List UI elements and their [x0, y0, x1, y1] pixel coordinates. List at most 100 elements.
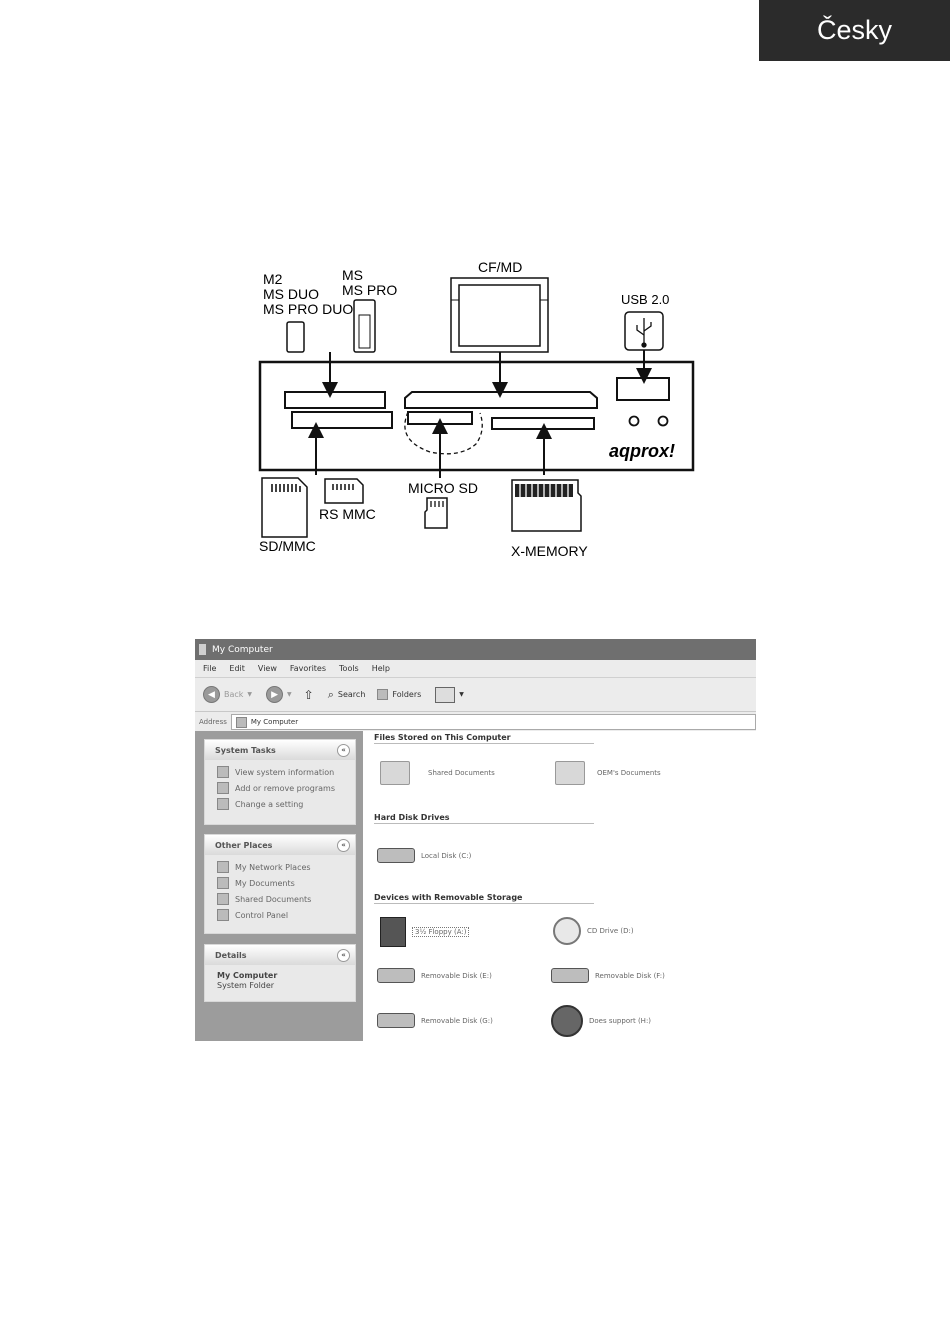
task-view-system-info[interactable]: View system information — [205, 764, 355, 780]
menu-help[interactable]: Help — [371, 664, 390, 673]
slot-micro-sd — [407, 411, 473, 425]
menu-tools[interactable]: Tools — [339, 664, 359, 673]
explorer-body: System Tasks « View system information A… — [195, 731, 756, 1041]
item-label: Removable Disk (F:) — [595, 971, 665, 980]
item-oem-documents[interactable]: OEM's Documents — [555, 761, 661, 785]
label-cf-md: CF/MD — [478, 259, 522, 275]
menu-file[interactable]: File — [203, 664, 217, 673]
chevron-down-icon: ▼ — [247, 691, 253, 698]
place-shared-documents[interactable]: Shared Documents — [205, 891, 355, 907]
slot-xd — [491, 417, 595, 430]
details-title: Details — [215, 950, 247, 960]
back-button[interactable]: ◀ Back ▼ — [203, 686, 252, 703]
place-label: Shared Documents — [235, 894, 312, 904]
folder-icon — [217, 893, 229, 905]
label-ms-pro: MS PRO — [342, 282, 397, 298]
m2-card — [286, 321, 305, 353]
chevron-down-icon: ▼ — [287, 691, 292, 698]
item-removable-e[interactable]: Removable Disk (E:) — [377, 968, 492, 983]
menu-view[interactable]: View — [257, 664, 277, 673]
folder-icon — [380, 761, 410, 785]
folder-icon — [555, 761, 585, 785]
task-label: Add or remove programs — [235, 783, 335, 793]
led-1 — [628, 415, 640, 427]
place-network[interactable]: My Network Places — [205, 859, 355, 875]
task-label: Change a setting — [235, 799, 304, 809]
search-button[interactable]: ⌕ Search — [328, 688, 366, 702]
place-control-panel[interactable]: Control Panel — [205, 907, 355, 923]
details-type: System Folder — [217, 981, 275, 990]
info-icon — [217, 766, 229, 778]
task-add-remove-programs[interactable]: Add or remove programs — [205, 780, 355, 796]
removable-disk-icon — [551, 968, 589, 983]
item-shared-documents[interactable]: Shared Documents — [380, 761, 495, 785]
forward-button[interactable]: ▶ ▼ — [266, 686, 292, 703]
menu-favorites[interactable]: Favorites — [289, 664, 327, 673]
item-local-disk-c[interactable]: Local Disk (C:) — [377, 848, 471, 863]
system-tasks-header[interactable]: System Tasks « — [205, 740, 355, 760]
window-title: My Computer — [212, 644, 273, 655]
address-value: My Computer — [250, 718, 299, 726]
sd-card — [261, 477, 308, 538]
collapse-icon[interactable]: « — [337, 743, 350, 757]
chevron-down-icon: ▼ — [459, 691, 464, 698]
place-label: My Network Places — [235, 862, 311, 872]
label-ms-pro-duo: MS PRO DUO — [263, 301, 353, 317]
computer-icon — [235, 716, 247, 728]
micro-sd-card — [424, 497, 448, 529]
details-name: My Computer — [217, 971, 278, 980]
up-folder-button[interactable]: ⇧ — [303, 687, 314, 702]
views-icon — [435, 686, 456, 703]
group-files: Files Stored on This Computer — [374, 733, 594, 744]
item-label: OEM's Documents — [597, 769, 661, 777]
group-hard-disks: Hard Disk Drives — [374, 813, 594, 824]
item-removable-f[interactable]: Removable Disk (F:) — [551, 968, 665, 983]
usb-icon — [636, 318, 652, 348]
views-button[interactable]: ▼ — [435, 686, 464, 703]
label-sd-mmc: SD/MMC — [259, 538, 316, 554]
collapse-icon[interactable]: « — [337, 948, 350, 962]
address-bar: Address My Computer — [195, 712, 756, 733]
task-pane: System Tasks « View system information A… — [195, 731, 363, 1041]
task-change-setting[interactable]: Change a setting — [205, 796, 355, 812]
title-bar: My Computer — [195, 639, 756, 660]
content-pane: Files Stored on This Computer Shared Doc… — [363, 731, 756, 1041]
label-m2: M2 — [263, 271, 283, 287]
slot-usb — [616, 377, 670, 401]
collapse-icon[interactable]: « — [337, 838, 350, 852]
other-places-title: Other Places — [215, 840, 273, 850]
menu-edit[interactable]: Edit — [229, 664, 245, 673]
group-removable: Devices with Removable Storage — [374, 893, 594, 904]
item-cd-drive-d[interactable]: CD Drive (D:) — [553, 917, 634, 945]
item-removable-g[interactable]: Removable Disk (G:) — [377, 1013, 493, 1028]
slot-sd — [291, 411, 393, 429]
task-label: View system information — [235, 767, 335, 777]
details-header[interactable]: Details « — [205, 945, 355, 965]
details-panel: Details « My Computer System Folder — [204, 944, 356, 1002]
back-label: Back — [224, 690, 244, 699]
language-tab: Česky — [759, 0, 950, 61]
folder-icon — [377, 689, 389, 700]
ms-card — [353, 299, 376, 353]
item-floppy-a[interactable]: 3½ Floppy (A:) — [380, 917, 470, 947]
other-places-header[interactable]: Other Places « — [205, 835, 355, 855]
folders-button[interactable]: Folders — [377, 689, 421, 700]
item-drive-h[interactable]: Does support (H:) — [551, 1005, 651, 1037]
floppy-drive-icon — [380, 917, 406, 947]
item-label: Shared Documents — [428, 769, 495, 777]
network-icon — [217, 861, 229, 873]
card-reader-diagram: M2 MS DUO MS PRO DUO MS MS PRO CF/MD USB… — [258, 259, 695, 559]
other-places-panel: Other Places « My Network Places My Docu… — [204, 834, 356, 934]
menu-bar: File Edit View Favorites Tools Help — [195, 660, 756, 678]
place-my-documents[interactable]: My Documents — [205, 875, 355, 891]
explorer-window: My Computer File Edit View Favorites Too… — [195, 639, 756, 1041]
programs-icon — [217, 782, 229, 794]
label-usb: USB 2.0 — [621, 292, 669, 307]
item-label: Removable Disk (G:) — [421, 1016, 493, 1025]
address-input[interactable]: My Computer — [230, 714, 756, 730]
brand-logo: aqprox! — [609, 441, 675, 461]
toolbar: ◀ Back ▼ ▶ ▼ ⇧ ⌕ Search Folders ▼ — [195, 678, 756, 712]
forward-arrow-icon: ▶ — [266, 686, 284, 703]
label-ms: MS — [342, 267, 363, 283]
documents-icon — [217, 877, 229, 889]
